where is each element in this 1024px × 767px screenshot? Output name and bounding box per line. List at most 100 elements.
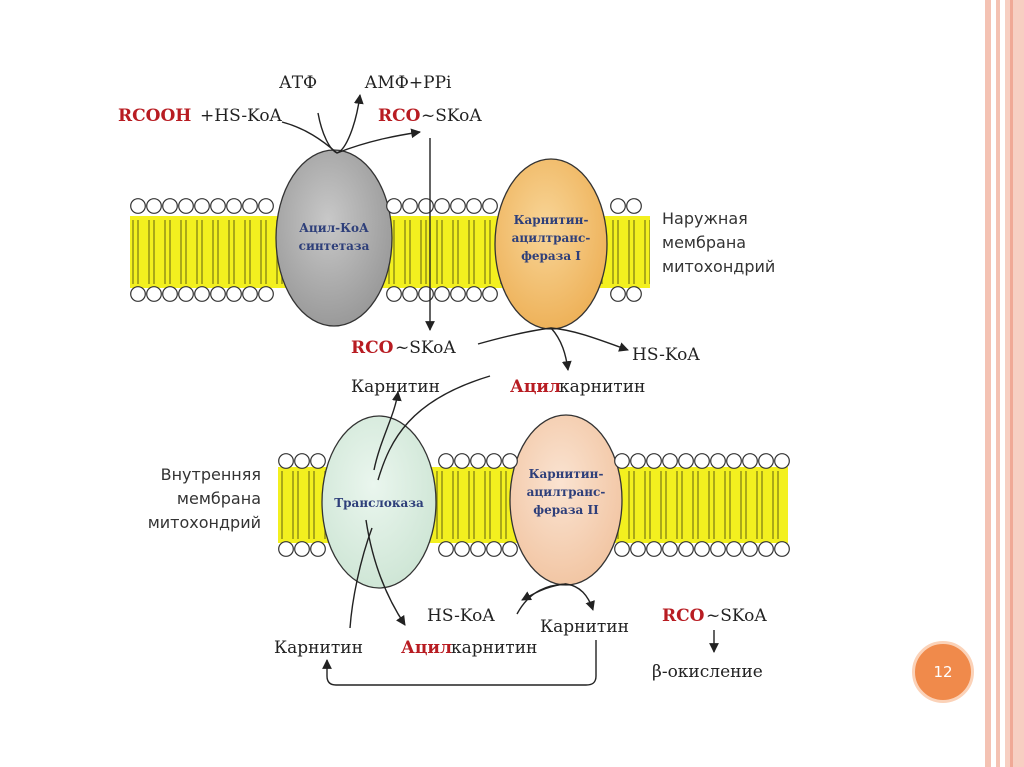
lipid-head [226,286,242,302]
carnitine-acyltransferase-1: Карнитин- ацилтранс- фераза I [494,158,608,330]
lipid-head [454,453,470,469]
carnitine-mid-label: Карнитин [351,377,440,397]
lipid-head [386,286,402,302]
lipid-head [742,541,758,557]
cat1-label-1: Карнитин- [514,213,589,227]
lipid-head [774,453,790,469]
skoa-top-label: ~SKoA [421,106,482,126]
lipid-head [630,453,646,469]
lipid-head [210,198,226,214]
carnitine-right-label: Карнитин [540,617,629,637]
cat2-label-1: Карнитин- [529,467,604,481]
lipid-head [194,198,210,214]
lipid-head [678,541,694,557]
skoa-matrix-label: ~SKoA [706,606,767,626]
page-number: 12 [933,663,953,681]
lipid-head [646,453,662,469]
acyl-coa-synthetase: Ацил-КоА синтетаза [275,149,393,327]
lipid-head [758,453,774,469]
lipid-head [626,198,642,214]
amp-ppi-label: АМФ+PPi [365,73,453,93]
lipid-head [438,541,454,557]
lipid-head [418,286,434,302]
inner-membrane-label-2: мембрана [177,489,261,508]
lipid-head [130,286,146,302]
lipid-head [742,453,758,469]
lipid-head [194,286,210,302]
lipid-head [130,198,146,214]
rco-top-label: RCO [378,106,421,126]
lipid-head [482,198,498,214]
rcooh-label: RCOOH [118,106,191,126]
lipid-head [614,453,630,469]
hskoa-plus-label: +HS-KoA [200,106,283,126]
lipid-head [470,453,486,469]
carnitine-left-label: Карнитин [274,638,363,658]
translocase-label: Транслоказа [334,496,424,510]
lipid-head [210,286,226,302]
lipid-head [726,541,742,557]
lipid-head [610,286,626,302]
lipid-head [178,286,194,302]
cat2-label-2: ацилтранс- [527,485,606,499]
lipid-head [466,286,482,302]
lipid-head [162,286,178,302]
lipid-head [294,541,310,557]
lipid-head [694,541,710,557]
lipid-head [694,453,710,469]
lipid-head [626,286,642,302]
lipid-head [418,198,434,214]
lipid-head [630,541,646,557]
rco-mid-label: RCO [351,338,394,358]
acyl-mid-label: Ацил [510,377,561,397]
carnitine-lc-matrix-label: карнитин [451,638,537,658]
beta-oxidation-label: β-окисление [652,662,763,682]
lipid-head [662,541,678,557]
lipid-head [178,198,194,214]
lipid-head [646,541,662,557]
skoa-mid-label: ~SKoA [395,338,456,358]
synthetase-label-1: Ацил-КоА [299,221,369,235]
outer-membrane-label-2: мембрана [662,233,746,252]
lipid-head [758,541,774,557]
hskoa-matrix-label: HS-KoA [427,606,495,626]
atp-label: АТФ [279,73,317,93]
carnitine-lc-mid-label: карнитин [559,377,645,397]
inner-membrane-label-3: митохондрий [148,513,261,532]
lipid-head [278,453,294,469]
lipid-head [386,198,402,214]
lipid-head [434,286,450,302]
lipid-head [162,198,178,214]
lipid-head [434,198,450,214]
lipid-head [258,286,274,302]
cat1-label-3: фераза I [521,249,581,263]
lipid-head [502,541,518,557]
outer-membrane-label-3: митохондрий [662,257,775,276]
hskoa-mid-label: HS-KoA [632,345,700,365]
lipid-head [310,453,326,469]
page-number-badge: 12 [912,641,974,703]
lipid-head [610,198,626,214]
lipid-head [502,453,518,469]
rco-matrix-label: RCO [662,606,705,626]
lipid-heads [130,198,790,557]
lipid-head [486,541,502,557]
lipid-head [678,453,694,469]
translocase: Транслоказа [321,415,437,589]
lipid-head [226,198,242,214]
carnitine-acyltransferase-2: Карнитин- ацилтранс- фераза II [509,414,623,586]
lipid-head [278,541,294,557]
lipid-head [310,541,326,557]
slide-border-decoration [985,0,1024,767]
lipid-head [438,453,454,469]
lipid-head [614,541,630,557]
lipid-head [774,541,790,557]
lipid-head [662,453,678,469]
lipid-head [726,453,742,469]
inner-membrane-label-1: Внутренняя [161,465,261,484]
lipid-head [710,541,726,557]
lipid-head [146,198,162,214]
lipid-head [258,198,274,214]
